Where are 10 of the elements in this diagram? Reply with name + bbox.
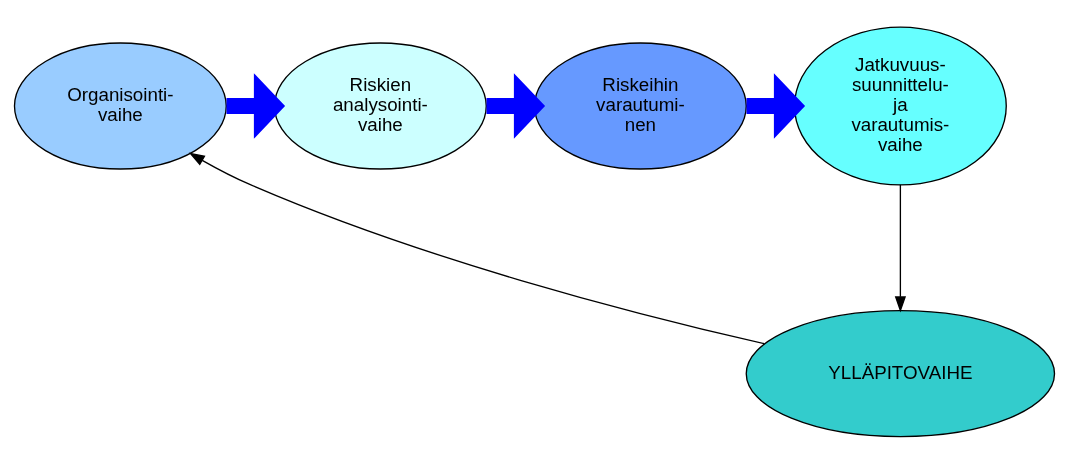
arrow [894, 183, 906, 312]
node-ellipse: Organisointi- vaihe [13, 41, 227, 170]
arrow [188, 151, 765, 344]
arrow [486, 72, 546, 139]
node-ellipse: YLLÄPITOVAIHE [745, 309, 1056, 437]
node-ellipse: Riskeihin varautumi- nen [533, 41, 747, 170]
node-ellipse: Riskien analysointi- vaihe [273, 41, 487, 170]
node-ellipse: Jatkuvuus- suunnittelu- ja varautumis- vaihe [793, 25, 1007, 186]
arrow [746, 72, 806, 139]
arrow [226, 72, 286, 139]
